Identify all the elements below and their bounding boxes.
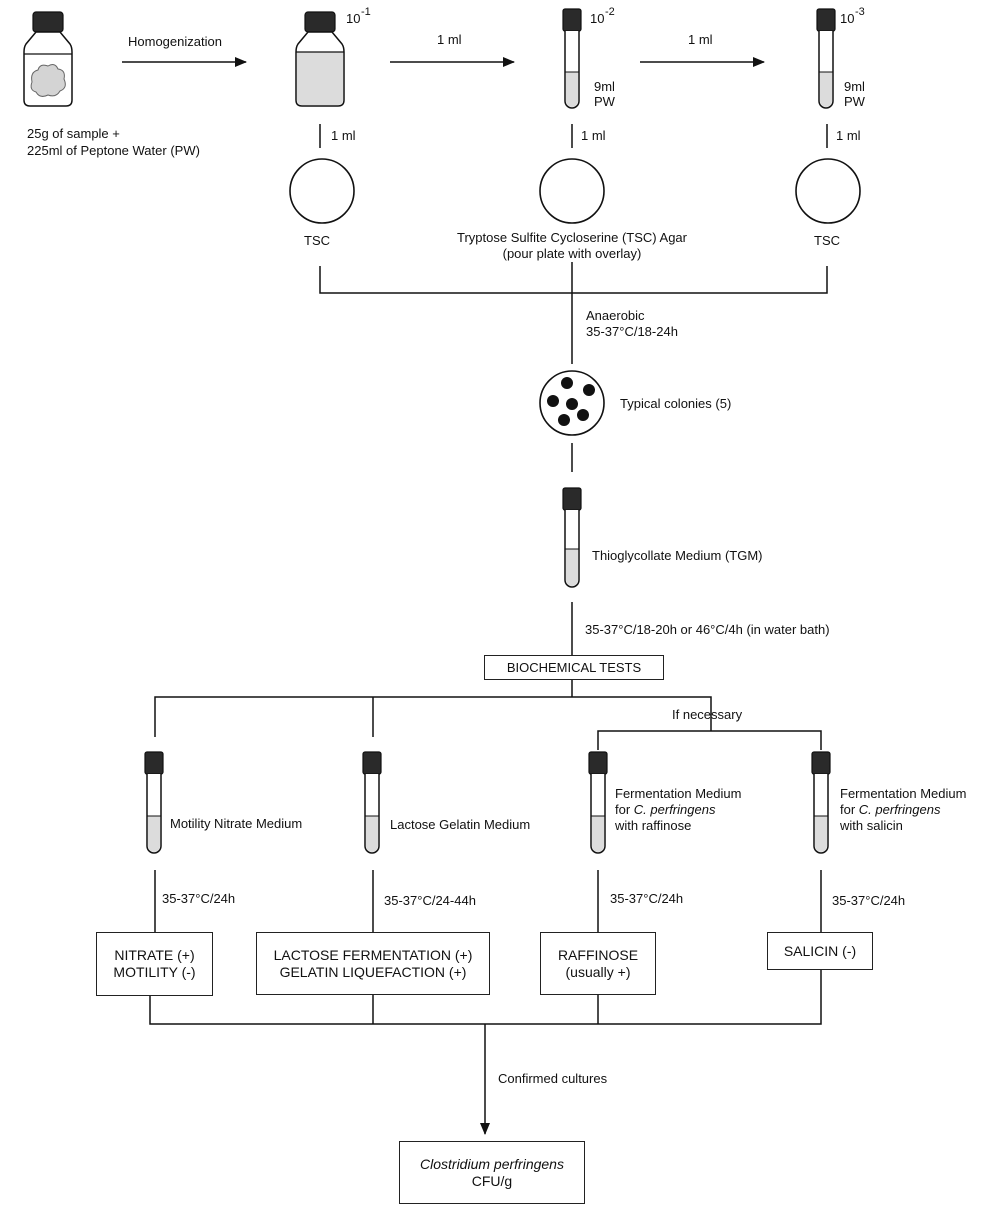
tsc-plate-2-icon [539,158,605,224]
lactose-tube-icon [362,751,382,854]
dilution-bottle-1-icon [295,11,345,107]
final-organism-label: Clostridium perfringens [420,1155,564,1172]
raffinose-medium-line1: Fermentation Medium [615,786,742,801]
dilution-1-exponent: -1 [361,6,371,18]
tgm-tube-icon [562,487,582,588]
lactose-result-box: LACTOSE FERMENTATION (+) GELATIN LIQUEFA… [256,932,490,995]
dilution-1-label: 10 [346,11,361,26]
lactose-medium-label: Lactose Gelatin Medium [390,817,531,832]
tube-2-volume: 9ml [594,79,615,94]
plate-1-volume: 1 ml [331,128,356,143]
salicin-tube-icon [811,751,831,854]
incubation-label-line2: 35-37°C/18-24h [586,324,678,339]
transfer-1-label: 1 ml [437,32,462,47]
sample-label-line1: 25g of sample + [27,126,120,141]
dilution-3-label: 10 [840,11,855,26]
lactose-result-line2: GELATIN LIQUEFACTION (+) [279,963,467,980]
dilution-2-label: 10 [590,11,605,26]
homogenization-label: Homogenization [128,34,222,49]
raffinose-result-line1: RAFFINOSE [557,946,639,963]
salicin-medium-line1: Fermentation Medium [840,786,967,801]
plate-3-label: TSC [814,233,840,248]
lactose-result-line1: LACTOSE FERMENTATION (+) [273,946,473,963]
raffinose-result-line2: (usually +) [565,963,631,980]
incubation-label-line1: Anaerobic [586,308,645,323]
plate-2-label-line1: Tryptose Sulfite Cycloserine (TSC) Agar [457,230,687,245]
tube-3-diluent: PW [844,94,865,109]
motility-tube-icon [144,751,164,854]
sample-jar-icon [23,11,73,107]
dilution-tube-3-icon [816,8,836,109]
biochemical-tests-label: BIOCHEMICAL TESTS [506,660,642,675]
tgm-incubation-label: 35-37°C/18-20h or 46°C/4h (in water bath… [585,622,830,637]
tube-2-diluent: PW [594,94,615,109]
nitrate-result-line1: NITRATE (+) [114,947,195,963]
raffinose-tube-icon [588,751,608,854]
plate-1-label: TSC [304,233,330,248]
nitrate-result-box: NITRATE (+) MOTILITY (-) [96,932,213,996]
raffinose-incubation-label: 35-37°C/24h [610,891,684,906]
tube-3-volume: 9ml [844,79,865,94]
plate-2-label-line2: (pour plate with overlay) [502,246,642,261]
tsc-plate-3-icon [795,158,861,224]
typical-colonies-plate-icon [539,370,605,436]
tgm-label: Thioglycollate Medium (TGM) [592,548,763,563]
salicin-result-box: SALICIN (-) [767,932,873,970]
motility-incubation-label: 35-37°C/24h [162,891,236,906]
lactose-incubation-label: 35-37°C/24-44h [384,893,476,908]
raffinose-result-box: RAFFINOSE (usually +) [540,932,656,995]
dilution-2-exponent: -2 [605,6,615,18]
motility-medium-label: Motility Nitrate Medium [170,816,303,831]
plate-3-volume: 1 ml [836,128,861,143]
if-necessary-label: If necessary [672,707,743,722]
salicin-medium-line3: with salicin [840,818,903,833]
nitrate-result-line2: MOTILITY (-) [113,964,196,980]
salicin-incubation-label: 35-37°C/24h [832,893,906,908]
salicin-medium-line2: for C. perfringens [840,802,941,817]
final-result-box: Clostridium perfringens CFU/g [399,1141,585,1204]
dilution-3-exponent: -3 [855,6,865,18]
sample-label-line2: 225ml of Peptone Water (PW) [27,143,200,158]
raffinose-medium-line3: with raffinose [615,818,692,833]
raffinose-medium-line2: for C. perfringens [615,802,716,817]
transfer-2-label: 1 ml [688,32,713,47]
tsc-plate-1-icon [289,158,355,224]
dilution-tube-2-icon [562,8,582,109]
typical-colonies-label: Typical colonies (5) [620,396,732,411]
final-unit-label: CFU/g [471,1172,513,1189]
confirmed-cultures-label: Confirmed cultures [498,1071,608,1086]
biochemical-tests-box: BIOCHEMICAL TESTS [484,655,664,680]
plate-2-volume: 1 ml [581,128,606,143]
salicin-result-label: SALICIN (-) [783,942,857,959]
